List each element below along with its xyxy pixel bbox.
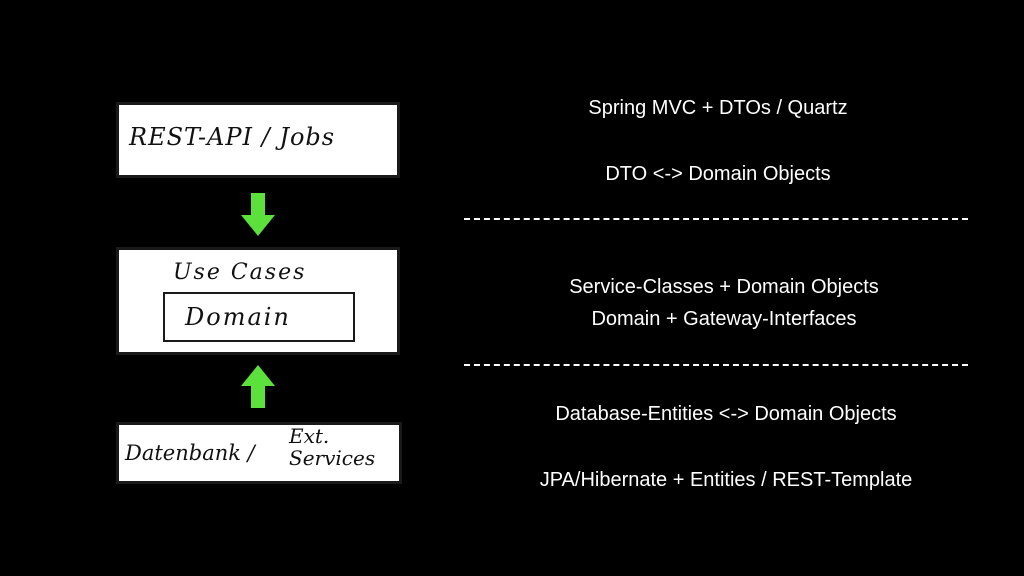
rest-api-jobs-box: REST-API / Jobs: [116, 102, 400, 178]
dto-domain-text: DTO <-> Domain Objects: [605, 163, 831, 185]
datenbank-label: Datenbank /: [125, 441, 255, 465]
use-cases-box: Use Cases Domain: [116, 247, 400, 355]
jpa-hibernate-text: JPA/Hibernate + Entities / REST-Template: [539, 469, 913, 491]
domain-label: Domain: [185, 303, 291, 331]
database-entities-text: Database-Entities <-> Domain Objects: [555, 403, 897, 425]
separator-line-bottom: [464, 364, 968, 366]
service-classes-text: Service-Classes + Domain Objects: [569, 276, 879, 298]
rest-api-jobs-label: REST-API / Jobs: [129, 123, 336, 151]
separator-line-top: [464, 218, 968, 220]
use-cases-label: Use Cases: [173, 260, 307, 285]
gateway-interfaces-text: Domain + Gateway-Interfaces: [591, 308, 857, 330]
arrow-up-icon: [241, 365, 275, 408]
ext-label: Ext.: [289, 424, 330, 448]
services-label: Services: [289, 446, 376, 470]
ext-services-label: Ext. Services: [289, 425, 375, 469]
domain-box: Domain: [163, 292, 355, 342]
datenbank-services-box: Datenbank / Ext. Services: [116, 422, 402, 484]
arrow-down-icon: [241, 193, 275, 236]
spring-mvc-text: Spring MVC + DTOs / Quartz: [588, 97, 848, 119]
